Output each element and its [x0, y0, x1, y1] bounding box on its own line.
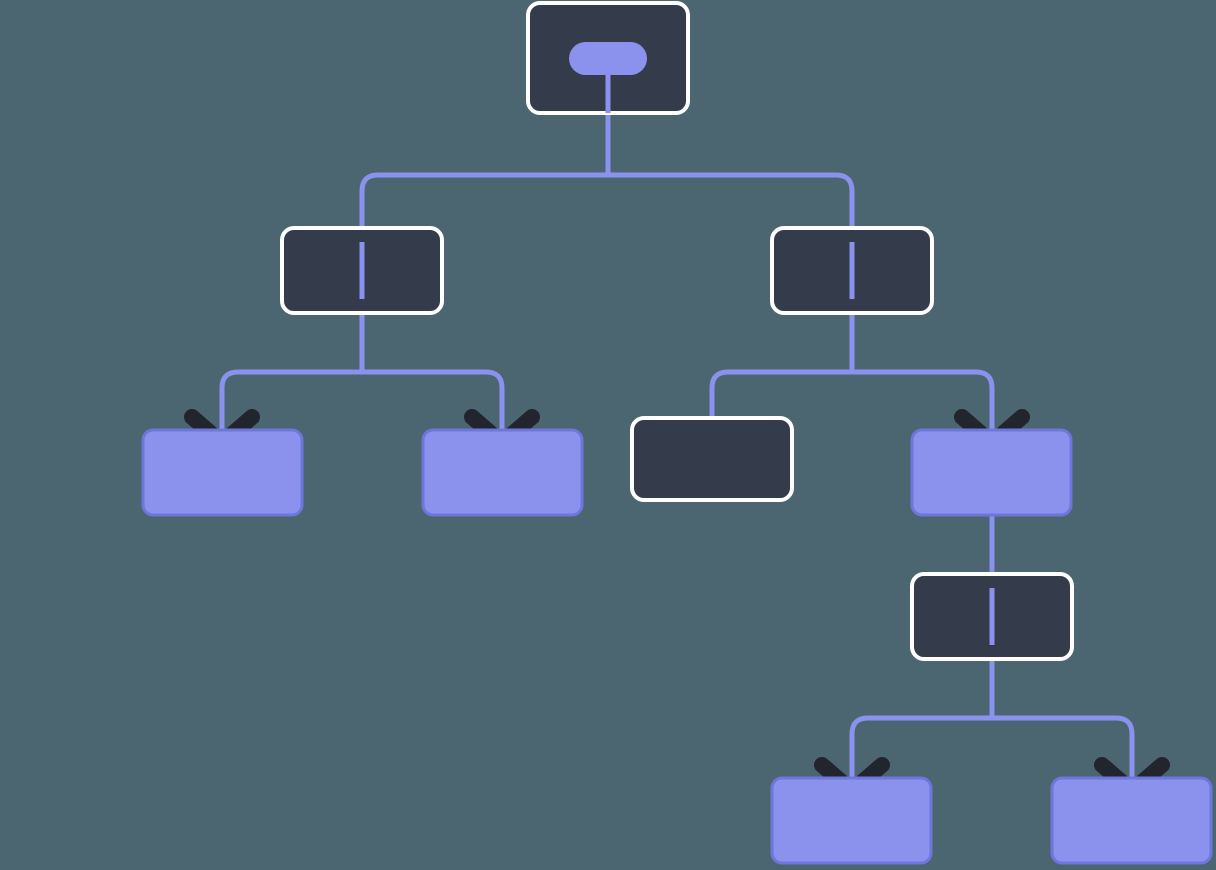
- node-leaf-1[interactable]: [141, 428, 304, 517]
- node-leaf-4[interactable]: [1050, 776, 1213, 865]
- node-leaf-2[interactable]: [421, 428, 584, 517]
- edge-connector: [992, 715, 1135, 786]
- node-pill-marker: [569, 42, 647, 75]
- node-leaf-3[interactable]: [770, 776, 933, 865]
- edge-connector: [849, 715, 992, 786]
- node-node-dark-plain[interactable]: [630, 416, 794, 502]
- edge-connector: [709, 369, 852, 418]
- edge-connector: [608, 172, 855, 228]
- node-branch-right-child[interactable]: [910, 428, 1073, 517]
- edge-connector: [852, 369, 995, 438]
- node-markers-layer: [359, 42, 995, 645]
- edge-connector: [362, 369, 505, 438]
- edge-connector: [219, 369, 362, 438]
- edges-layer: [219, 113, 1135, 786]
- edge-connector: [359, 172, 608, 228]
